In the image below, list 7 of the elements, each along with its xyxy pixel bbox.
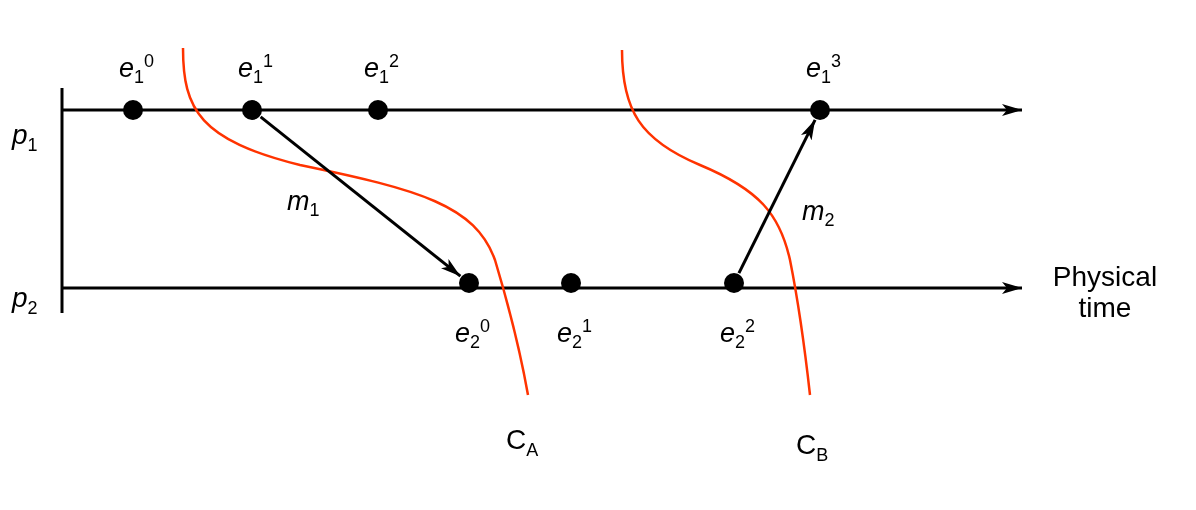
axis-label: C$_{B}$ [796, 430, 829, 466]
message-arrow [737, 119, 817, 274]
axis-label: C$_{A}$ [506, 425, 539, 461]
message-arrow [259, 115, 462, 278]
axis-label: p$_{2}$ [12, 283, 38, 319]
axis-label: Physical time [1051, 262, 1159, 324]
axis-label: p$_{1}$ [12, 120, 38, 156]
